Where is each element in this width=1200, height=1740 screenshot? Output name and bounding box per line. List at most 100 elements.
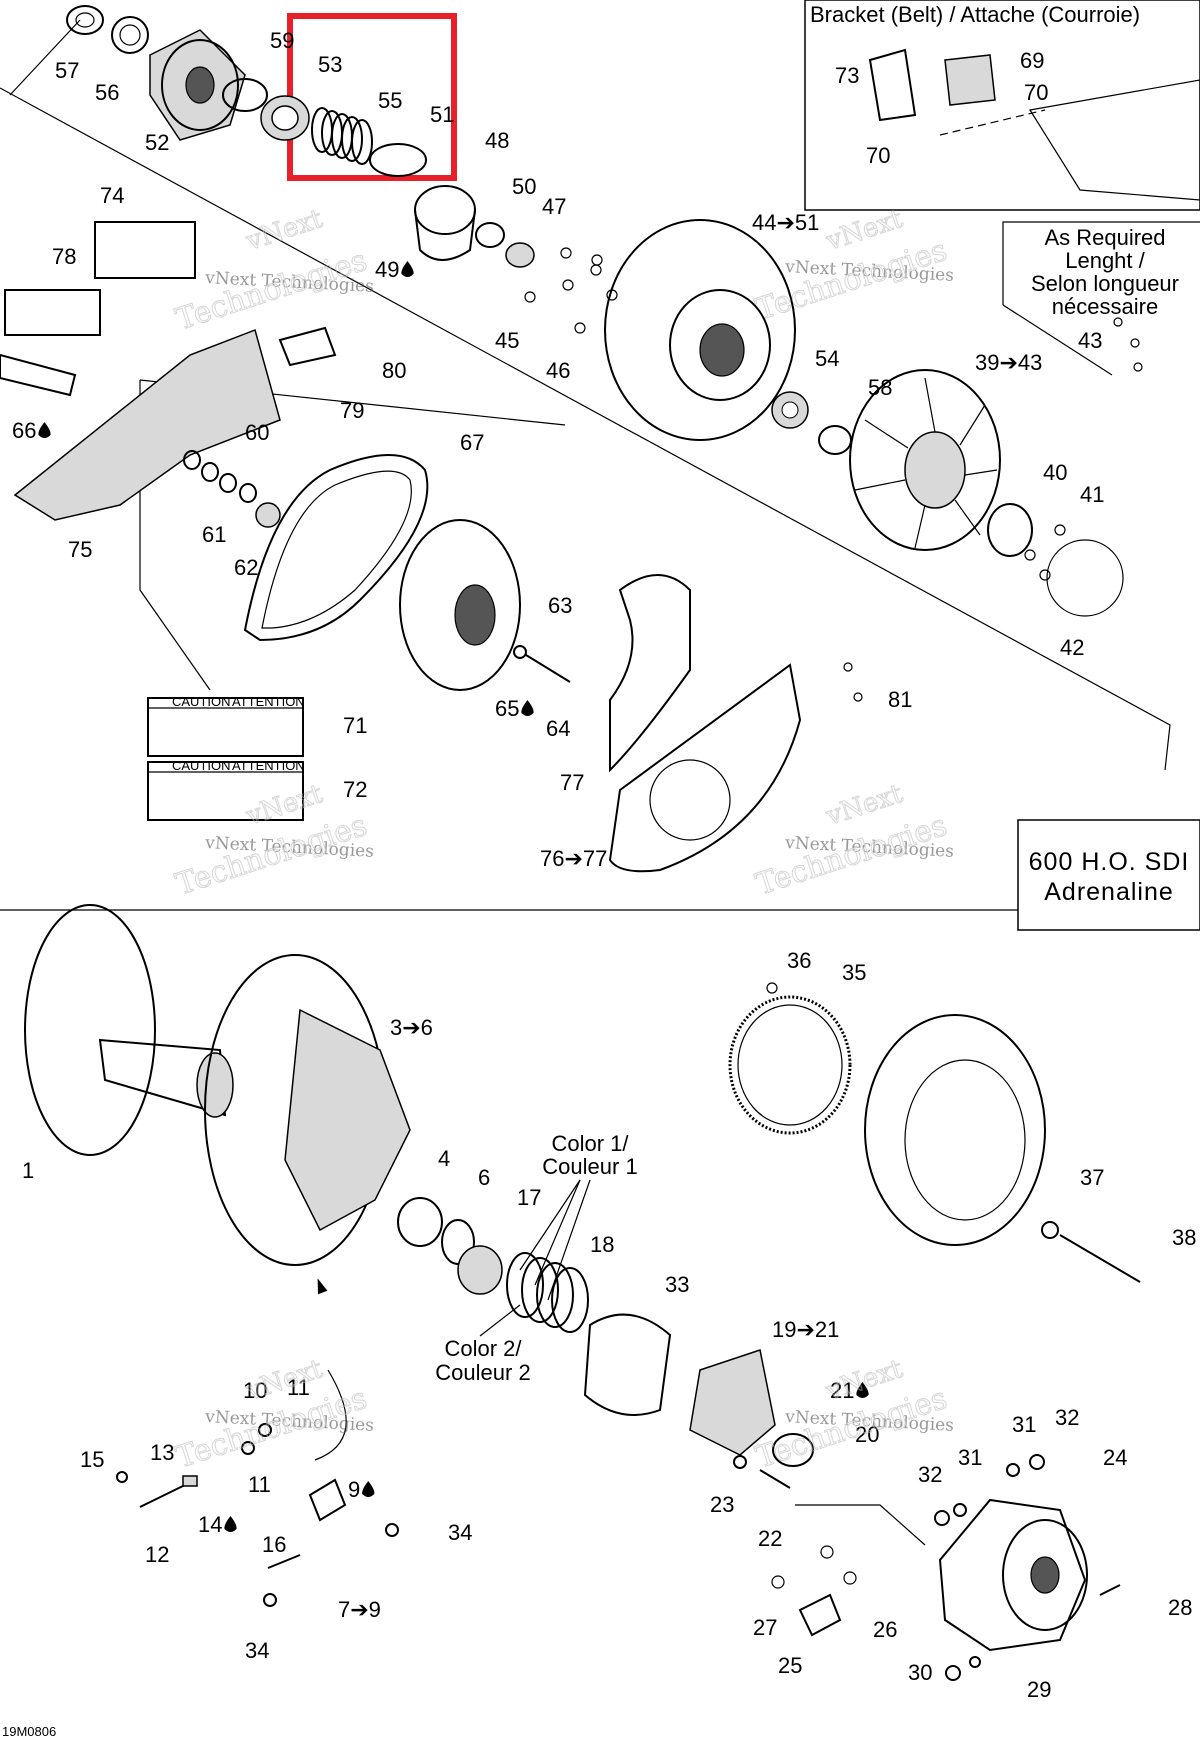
callout-c70b: 70 [866, 143, 890, 168]
color1-line1: Color 1/ [551, 1131, 629, 1156]
part-15-clip [116, 1471, 128, 1483]
callout-c53: 53 [318, 52, 342, 77]
callout-c34b: 34 [245, 1638, 269, 1663]
callout-c69: 69 [1020, 48, 1044, 73]
callout-c48: 48 [485, 128, 509, 153]
part-38-bolt [1059, 1234, 1141, 1283]
part-77-guard-cover [609, 574, 691, 773]
callout-c33: 33 [665, 1272, 689, 1297]
part-51-ring [369, 143, 427, 177]
callout-c43: 43 [1078, 328, 1102, 353]
callout-c54: 54 [815, 346, 839, 371]
callout-c80: 80 [382, 358, 406, 383]
figure-code: 19M0806 [2, 1724, 56, 1739]
model-title-line2: Adrenaline [1044, 878, 1174, 906]
part-27-screw [771, 1575, 785, 1589]
part-11-washer-b [241, 1441, 255, 1455]
part-28-bolt [1099, 1584, 1121, 1596]
svg-text:ATTENTION: ATTENTION [232, 758, 305, 773]
callout-c79: 79 [340, 398, 364, 423]
part-72-label: CAUTION ATTENTION [147, 758, 305, 821]
callout-c37: 37 [1080, 1165, 1104, 1190]
callout-c3: 3➔6 [390, 1015, 433, 1040]
callout-c19: 19➔21 [772, 1317, 839, 1342]
part-55-spring [311, 107, 373, 165]
watermark-mid-right: vNext vNext Technologies Technologies [751, 778, 954, 903]
callout-c64: 64 [546, 716, 570, 741]
bracket-inset-frame [804, 0, 1200, 211]
callout-c18: 18 [590, 1232, 614, 1257]
part-56-washer [111, 16, 149, 54]
callout-c47: 47 [542, 194, 566, 219]
callout-c4: 4 [438, 1146, 450, 1171]
callout-c49: 49 [375, 257, 399, 282]
part-58-ring [818, 425, 852, 455]
part-64-bolt [525, 654, 571, 683]
part-81-nut-b [853, 692, 863, 702]
part-57-hole [75, 12, 95, 28]
part-44-sheave-bore [699, 323, 745, 377]
as-required-line1: As Required [1044, 225, 1165, 250]
model-title-line1: 600 H.O. SDI [1029, 848, 1190, 876]
callout-c52: 52 [145, 130, 169, 155]
callout-c22: 22 [758, 1526, 782, 1551]
callout-c23: 23 [710, 1492, 734, 1517]
part-7-lever [308, 1478, 347, 1522]
color2-line2: Couleur 2 [435, 1360, 530, 1385]
part-drive-pulley [399, 519, 521, 691]
color1-leader-b [534, 1179, 581, 1286]
part-30-nut [945, 1665, 961, 1681]
part-59-ring [222, 78, 268, 112]
color2-line1: Color 2/ [444, 1336, 522, 1361]
callout-c31a: 31 [1012, 1412, 1036, 1437]
as-required-line3: Selon longueur [1031, 271, 1179, 296]
part-24-hub [938, 1498, 1087, 1652]
callout-c67: 67 [460, 430, 484, 455]
callout-c14: 14 [198, 1512, 222, 1537]
callout-c26: 26 [873, 1617, 897, 1642]
part-22-bolt [759, 1469, 791, 1489]
part-33-sleeve [583, 1313, 672, 1416]
part-63-washer [513, 645, 527, 659]
callout-c21: 21 [830, 1378, 854, 1403]
lever-arrow-head [317, 1278, 328, 1295]
part-1-sheave [24, 904, 156, 1156]
callout-c41: 41 [1080, 482, 1104, 507]
part-32-nut [1029, 1454, 1045, 1470]
part-74-label [94, 221, 196, 279]
part-76-guard-hole [649, 759, 731, 841]
part-37-washer [1041, 1221, 1059, 1239]
part-36-screw [766, 982, 778, 994]
callout-c46: 46 [546, 358, 570, 383]
lever-arrow-curve [314, 1369, 347, 1461]
part-17-washer [457, 1245, 503, 1295]
callout-c32a: 32 [1055, 1405, 1079, 1430]
part-40-ring [987, 503, 1033, 557]
callout-c17: 17 [517, 1185, 541, 1210]
part-52-cam-face [161, 39, 239, 131]
callout-c76: 76➔77 [540, 846, 607, 871]
part-31-washer [1006, 1463, 1020, 1477]
part-56-hole [119, 24, 141, 46]
callout-c39: 39➔43 [975, 350, 1042, 375]
callout-c51: 51 [430, 102, 454, 127]
oil-drop-icon [224, 1516, 237, 1532]
callout-c15: 15 [80, 1447, 104, 1472]
part-44-sheave-hub [669, 289, 771, 401]
part-39-sheave [849, 369, 1001, 551]
part-26-pin [843, 1571, 857, 1585]
callout-c36: 36 [787, 948, 811, 973]
part-39-sheave-hub [904, 431, 966, 509]
callout-c38: 38 [1172, 1225, 1196, 1250]
part-52-cam-hub [185, 66, 215, 104]
part-19-spider [689, 1349, 776, 1456]
part-25-lever [798, 1593, 842, 1637]
part-1-shaft [98, 1038, 227, 1117]
part-44-sheave [604, 219, 796, 441]
part-13-sleeve [182, 1475, 198, 1487]
part-35-ring-gear-inner [737, 1004, 843, 1126]
part-18-spring [506, 1252, 589, 1333]
callout-c50: 50 [512, 174, 536, 199]
